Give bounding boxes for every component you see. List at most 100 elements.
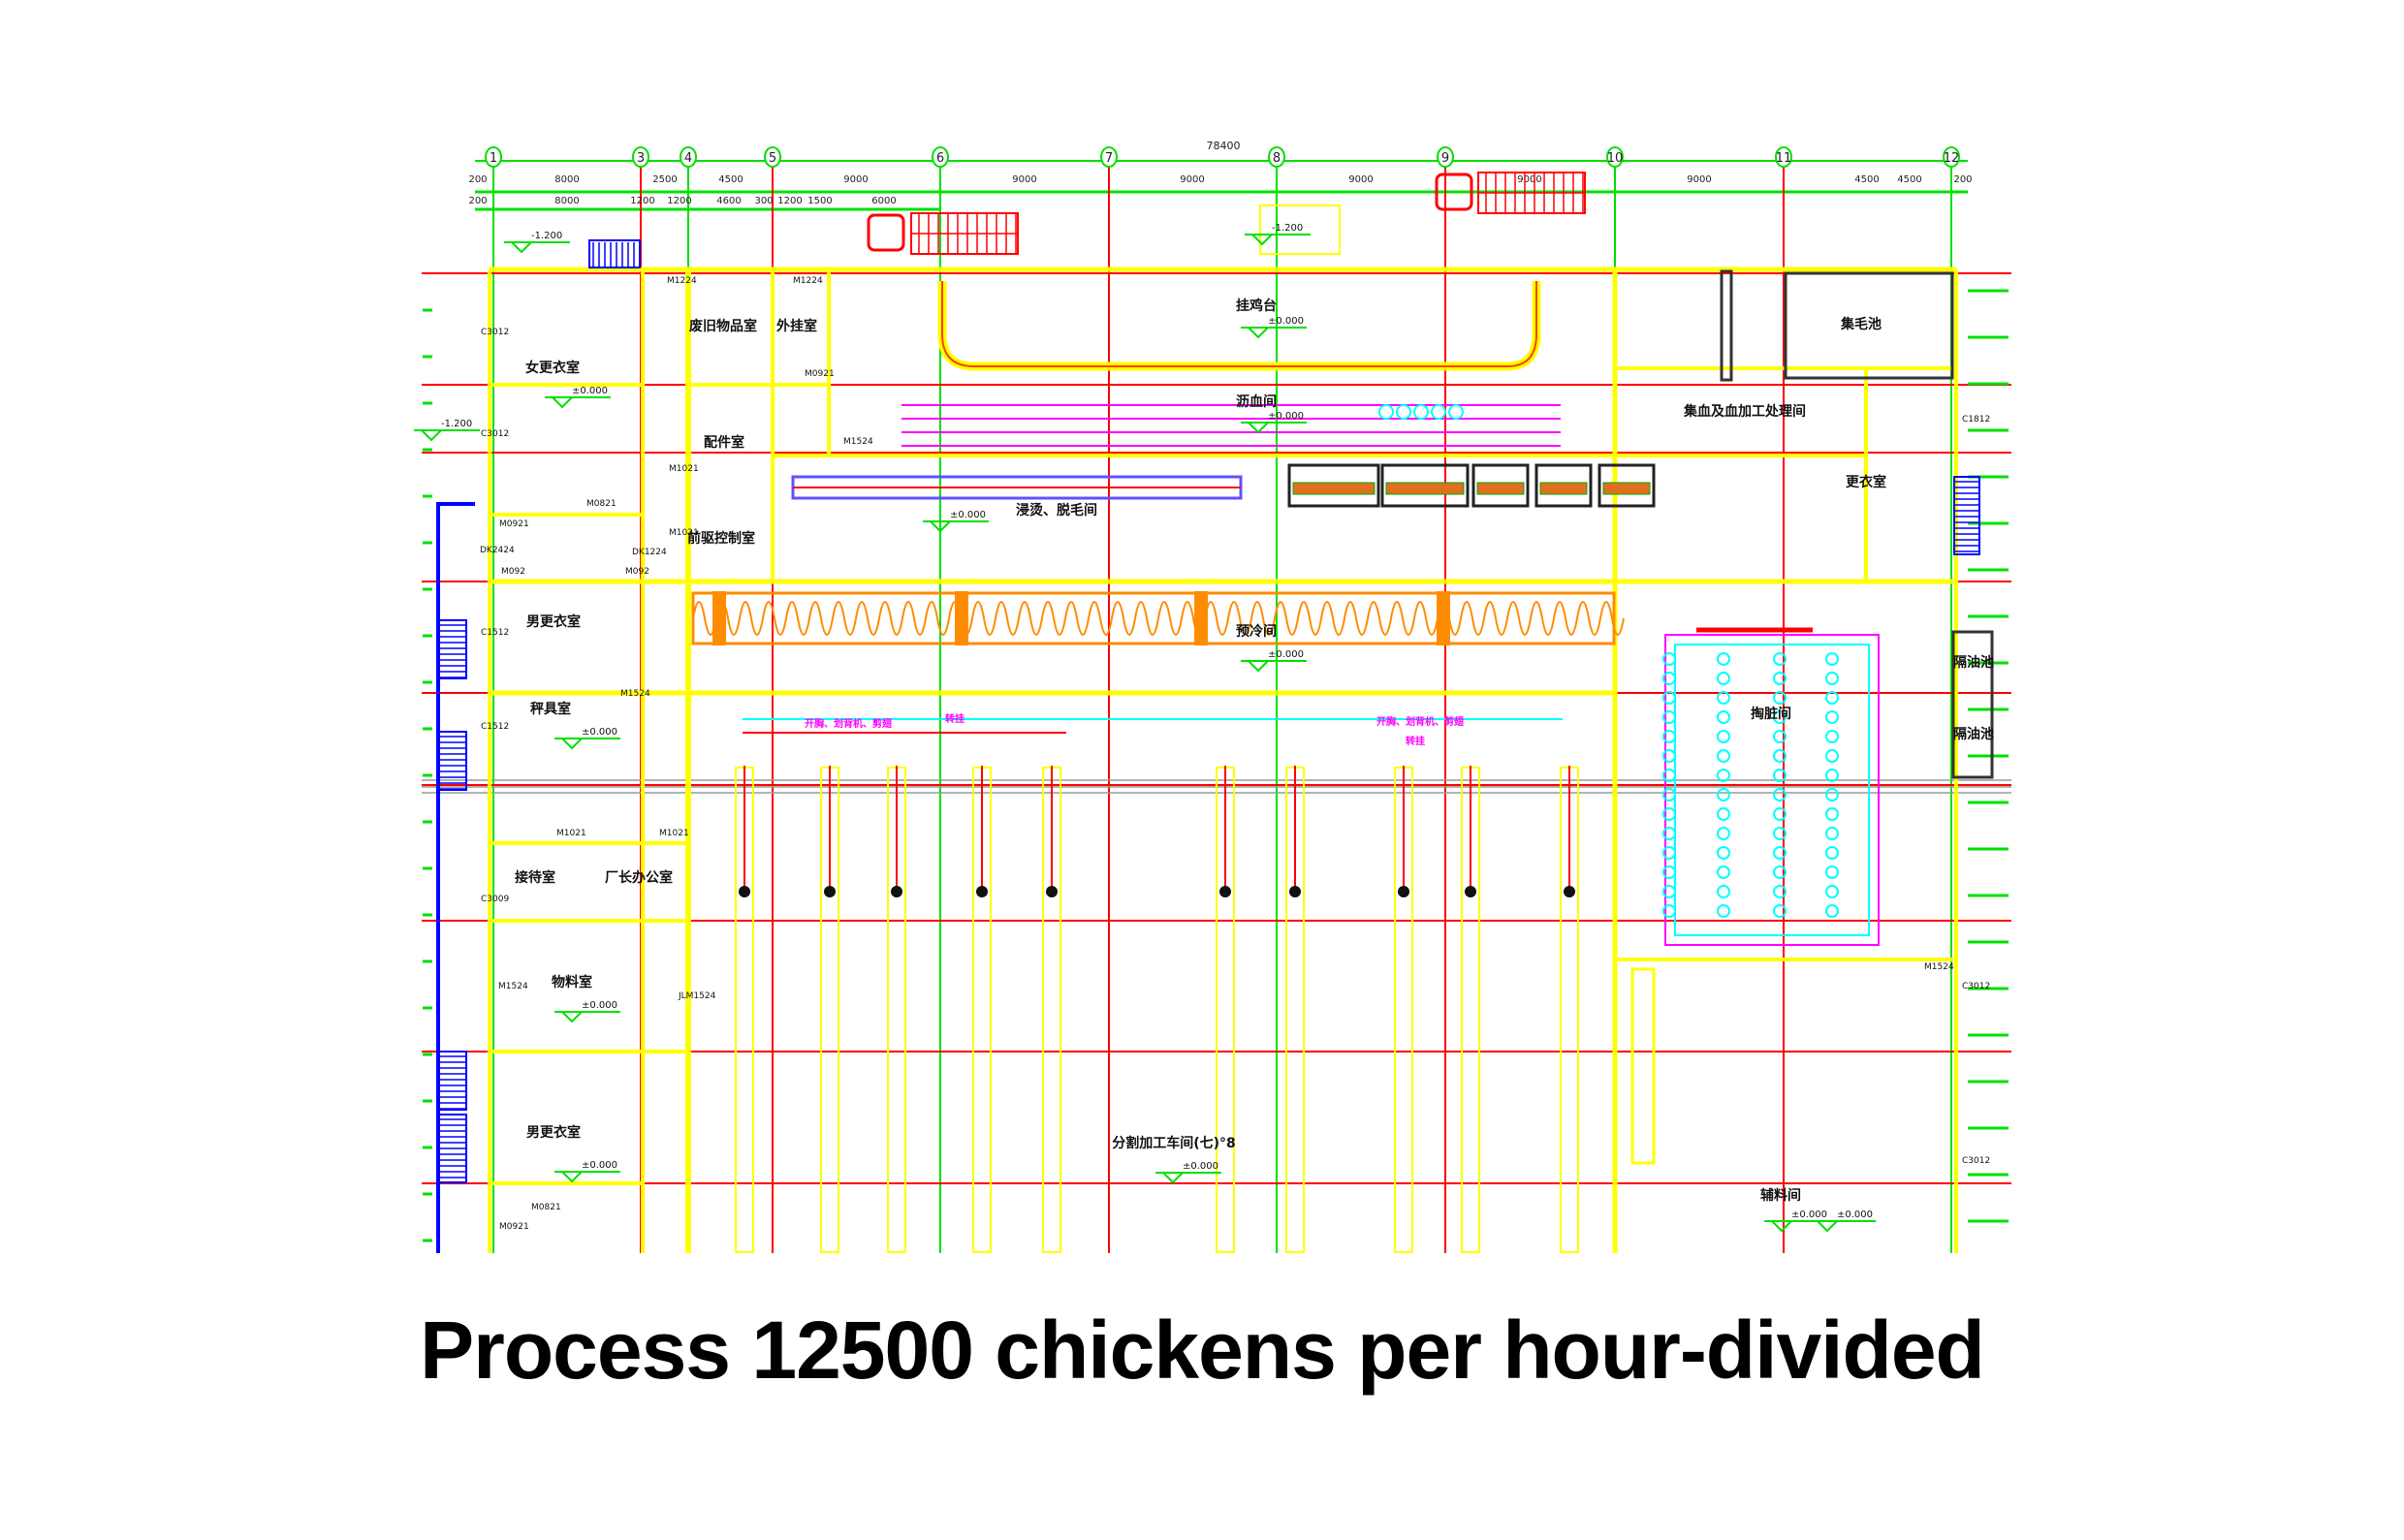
- elevation-value: ±0.000: [1268, 649, 1304, 660]
- line-pulley: [1219, 886, 1231, 897]
- eviscerating-unit: [1717, 885, 1730, 898]
- dimension-value: 200: [468, 174, 487, 185]
- eviscerating-unit: [1825, 885, 1839, 898]
- eviscerating-unit: [1825, 904, 1839, 918]
- door-window-tag: M0921: [499, 1222, 529, 1232]
- door-window-tag: C1812: [1962, 415, 1990, 424]
- elevation-value: -1.200: [1272, 223, 1303, 234]
- plucker-drum: [1292, 482, 1376, 495]
- elevation-value: -1.200: [531, 231, 562, 241]
- plucker-drum: [1539, 482, 1588, 495]
- eviscerating-unit: [1825, 807, 1839, 821]
- plucking-machine: [1287, 463, 1380, 508]
- washer-nozzle: [1378, 404, 1394, 420]
- eviscerating-unit: [1662, 710, 1676, 724]
- room-label: 浸烫、脱毛间: [1016, 502, 1097, 519]
- axis-number: 1: [490, 151, 497, 166]
- door-window-tag: M0921: [805, 369, 835, 379]
- giblet-conveyor: [1630, 967, 1656, 1165]
- washer-nozzle: [1448, 404, 1464, 420]
- door-window-tag: M0821: [586, 499, 617, 509]
- dimension-value: 1500: [807, 196, 832, 206]
- room-label: 外挂室: [776, 318, 817, 334]
- elevation-marker-icon: [554, 738, 620, 750]
- evisceration-line: [1674, 644, 1870, 936]
- door-window-tag: M1524: [620, 689, 650, 699]
- elevation-value: ±0.000: [582, 727, 617, 738]
- plucking-machine: [1534, 463, 1593, 508]
- door-window-tag: M1524: [498, 982, 528, 991]
- dimension-value: 4500: [718, 174, 743, 185]
- door-window-tag: C3012: [1962, 1156, 1990, 1166]
- door-window-tag: M1021: [556, 829, 586, 838]
- pre-chiller: [691, 591, 1616, 645]
- eviscerating-unit: [1825, 846, 1839, 860]
- line-pulley: [824, 886, 836, 897]
- room-label: 预冷间: [1236, 623, 1277, 640]
- axis-number: 12: [1944, 151, 1960, 166]
- eviscerating-unit: [1773, 788, 1787, 801]
- door-window-tag: C1512: [481, 722, 509, 732]
- caption-title: Process 12500 chickens per hour-divided: [420, 1304, 1985, 1396]
- eviscerating-unit: [1662, 865, 1676, 879]
- eviscerating-unit: [1773, 691, 1787, 705]
- line-pulley: [1046, 886, 1058, 897]
- plucking-machine: [1471, 463, 1530, 508]
- eviscerating-unit: [1717, 730, 1730, 743]
- axis-number: 9: [1441, 151, 1449, 166]
- walls: [436, 239, 1994, 1253]
- room-label: 更衣室: [1846, 474, 1886, 490]
- door-window-tag: JLM1524: [678, 991, 716, 1001]
- elevation-marker-icon: [1241, 660, 1307, 673]
- door-window-tag: C1512: [481, 628, 509, 638]
- axis-bubble: [1606, 146, 1624, 168]
- equipment-label: 开胸、划背机、剪翅: [1376, 715, 1464, 728]
- eviscerating-unit: [1717, 904, 1730, 918]
- forklift-icon: [1435, 173, 1473, 211]
- elevation-value: ±0.000: [1268, 316, 1304, 327]
- eviscerating-unit: [1773, 652, 1787, 666]
- eviscerating-unit: [1773, 730, 1787, 743]
- chicken-cage: [1477, 172, 1586, 214]
- axis-bubble: [632, 146, 649, 168]
- eviscerating-unit: [1717, 788, 1730, 801]
- entry-stairs: [588, 239, 641, 268]
- room-label: 沥血间: [1236, 393, 1277, 410]
- elevation-value: -1.200: [441, 419, 472, 429]
- axis-bubble: [1268, 146, 1285, 168]
- dimension-value: 4500: [1854, 174, 1879, 185]
- eviscerating-unit: [1825, 827, 1839, 840]
- line-pulley: [976, 886, 988, 897]
- eviscerating-unit: [1717, 710, 1730, 724]
- total-dimension: 78400: [1207, 140, 1241, 152]
- elevation-marker-icon: [554, 1011, 620, 1023]
- equipment-label: 转挂: [1406, 735, 1425, 747]
- elevation-marker-icon: [554, 1171, 620, 1183]
- elevation-marker-icon: [504, 241, 570, 254]
- eviscerating-unit: [1825, 865, 1839, 879]
- axis-number: 7: [1105, 151, 1113, 166]
- dimension-value: 9000: [1687, 174, 1711, 185]
- dimension-value: 8000: [554, 196, 579, 206]
- door-window-tag: M092: [625, 567, 649, 577]
- axis-number: 10: [1607, 151, 1624, 166]
- door-window-tag: M1021: [669, 528, 699, 538]
- room-label: 集毛池: [1840, 316, 1882, 332]
- plucker-drum: [1602, 482, 1651, 495]
- washer-nozzle: [1413, 404, 1429, 420]
- dimension-value: 6000: [871, 196, 896, 206]
- eviscerating-unit: [1717, 672, 1730, 685]
- elevation-marker-icon: [1241, 422, 1307, 434]
- eviscerating-unit: [1717, 691, 1730, 705]
- eviscerating-unit: [1662, 904, 1676, 918]
- eviscerating-unit: [1662, 846, 1676, 860]
- exterior-wall: [436, 502, 475, 1253]
- door-window-tag: DK2424: [480, 546, 515, 555]
- room-label: 挂鸡台: [1236, 298, 1277, 314]
- plan-labels: 女更衣室废旧物品室外挂室配件室前驱控制室挂鸡台沥血间浸烫、脱毛间集毛池集血及血加…: [414, 223, 1994, 1233]
- eviscerating-unit: [1662, 788, 1676, 801]
- elevation-value: ±0.000: [582, 1000, 617, 1011]
- room-label: 分割加工车间(七)°8: [1112, 1135, 1236, 1151]
- dimension-value: 8000: [554, 174, 579, 185]
- dimension-value: 1200: [667, 196, 691, 206]
